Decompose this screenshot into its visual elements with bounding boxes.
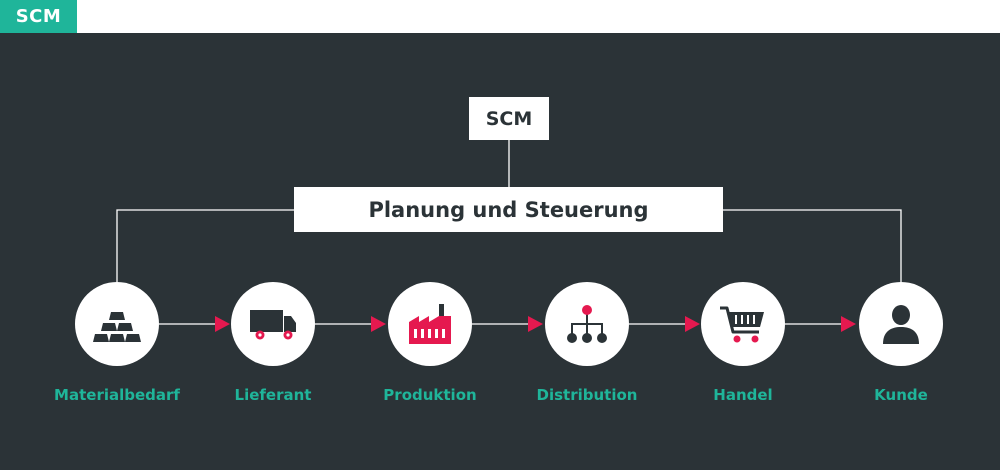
truck-icon xyxy=(250,310,296,340)
label-handel: Handel xyxy=(713,386,773,404)
node-kunde xyxy=(859,282,943,366)
hierarchy-icon xyxy=(567,305,607,343)
arrowhead-2 xyxy=(371,316,386,332)
connector-right xyxy=(723,209,902,282)
shopping-cart-icon xyxy=(720,306,764,343)
factory-icon xyxy=(409,304,451,344)
user-icon xyxy=(883,305,919,344)
label-materialbedarf: Materialbedarf xyxy=(54,386,180,404)
node-produktion xyxy=(388,282,472,366)
arrowhead-1 xyxy=(215,316,230,332)
gold-bars-icon xyxy=(93,312,141,342)
label-distribution: Distribution xyxy=(536,386,638,404)
label-kunde: Kunde xyxy=(874,386,928,404)
connector-left xyxy=(116,209,294,282)
node-materialbedarf xyxy=(75,282,159,366)
flow-arrowheads xyxy=(215,316,856,332)
label-produktion: Produktion xyxy=(383,386,477,404)
arrowhead-3 xyxy=(528,316,543,332)
node-distribution xyxy=(545,282,629,366)
scm-box: SCM xyxy=(469,97,549,140)
planning-box: Planung und Steuerung xyxy=(294,187,723,232)
node-lieferant xyxy=(231,282,315,366)
arrowhead-4 xyxy=(685,316,700,332)
scm-tag: SCM xyxy=(0,0,77,33)
label-lieferant: Lieferant xyxy=(234,386,312,404)
arrowhead-5 xyxy=(841,316,856,332)
node-handel xyxy=(701,282,785,366)
